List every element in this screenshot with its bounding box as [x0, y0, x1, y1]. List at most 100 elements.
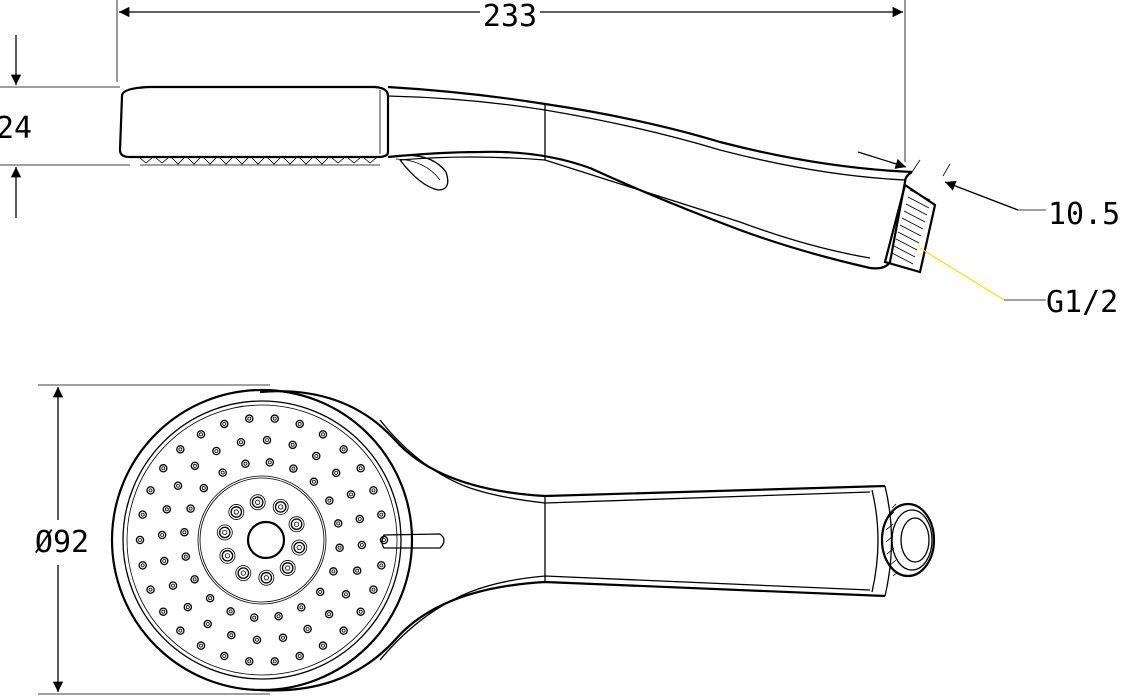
- face-diameter-dimension: Ø92: [35, 384, 270, 695]
- nozzle: [199, 483, 209, 493]
- nozzle: [312, 451, 321, 461]
- nozzle: [377, 510, 386, 519]
- nozzle: [291, 539, 308, 556]
- nozzle: [138, 561, 147, 570]
- nozzle: [289, 464, 298, 473]
- nozzle: [357, 540, 367, 550]
- overall-length-dimension: 233: [116, 0, 906, 162]
- nozzle: [176, 445, 185, 454]
- nozzle: [228, 504, 245, 520]
- nozzle: [244, 414, 254, 423]
- nozzle: [309, 477, 319, 487]
- nozzle: [176, 626, 185, 635]
- thread-nipple-side: [883, 183, 937, 274]
- thread-length-dimension: 10.5: [857, 151, 1120, 232]
- nozzle: [288, 440, 297, 450]
- nozzle: [168, 581, 178, 590]
- nozzle: [205, 593, 215, 603]
- shower-head-side: [118, 85, 449, 191]
- front-view: Ø92: [35, 384, 936, 695]
- nozzle: [369, 585, 378, 594]
- nozzle: [138, 510, 147, 519]
- handle-side: [387, 85, 913, 270]
- nozzle: [377, 561, 386, 570]
- head-thickness-label: 24: [0, 111, 32, 146]
- nozzle-field: [135, 414, 389, 666]
- nozzle: [288, 516, 305, 533]
- thread-nipple-front: [880, 502, 936, 578]
- nozzle: [295, 651, 304, 661]
- thread-spec-label: G1/2: [1046, 285, 1118, 320]
- nozzle: [135, 535, 145, 545]
- nozzle: [318, 430, 328, 439]
- nozzle: [159, 464, 168, 473]
- nozzle: [333, 519, 343, 528]
- nozzle: [226, 607, 235, 616]
- nozzle: [236, 437, 246, 447]
- nozzle: [227, 630, 236, 640]
- nozzle: [190, 575, 199, 584]
- nozzle: [274, 611, 283, 621]
- nozzle: [252, 635, 262, 645]
- nozzle: [181, 552, 191, 561]
- nozzle: [324, 609, 334, 619]
- nozzle: [162, 505, 172, 514]
- nozzle: [379, 535, 389, 545]
- nozzle: [341, 590, 351, 599]
- nozzle: [159, 556, 169, 566]
- nozzle: [196, 430, 206, 439]
- nozzle: [180, 527, 189, 537]
- nozzle: [157, 530, 167, 540]
- nozzle: [352, 566, 362, 575]
- nozzle-row: [139, 157, 380, 166]
- nozzle: [331, 468, 341, 478]
- nozzle: [329, 567, 338, 576]
- nozzle: [212, 446, 221, 456]
- nozzle: [339, 626, 348, 635]
- nozzle: [186, 504, 195, 513]
- nozzle: [270, 414, 280, 423]
- head-thickness-dimension: 24: [0, 35, 130, 218]
- nozzle: [303, 624, 312, 634]
- nozzle: [146, 486, 155, 495]
- nozzle: [295, 419, 304, 429]
- nozzle: [346, 490, 356, 499]
- nozzle: [216, 524, 233, 541]
- nozzle: [335, 543, 344, 553]
- nozzle: [220, 419, 229, 429]
- nozzle: [315, 587, 325, 597]
- nozzle: [159, 607, 168, 616]
- nozzle: [220, 651, 229, 661]
- nozzle: [249, 613, 259, 622]
- nozzle: [272, 498, 289, 515]
- nozzle: [265, 458, 275, 467]
- thread-spec-callout: G1/2: [919, 247, 1118, 320]
- nozzle: [325, 496, 334, 505]
- nozzle: [244, 657, 254, 666]
- face-diameter-label: Ø92: [35, 525, 89, 560]
- nozzle: [219, 547, 236, 564]
- nozzle: [355, 514, 365, 524]
- nozzle: [270, 657, 280, 666]
- nozzle: [258, 569, 275, 586]
- nozzle: [218, 468, 227, 477]
- nozzle: [183, 602, 193, 612]
- nozzle: [356, 464, 365, 473]
- handle-front: [259, 390, 893, 692]
- nozzle: [146, 585, 155, 594]
- nozzle: [297, 603, 306, 612]
- nozzle: [203, 619, 212, 629]
- nozzle: [173, 481, 183, 490]
- nozzle: [249, 494, 266, 511]
- nozzle: [196, 641, 206, 650]
- nozzle: [241, 459, 250, 469]
- thread-length-label: 10.5: [1048, 197, 1120, 232]
- nozzle: [278, 633, 288, 643]
- nozzle: [339, 445, 348, 454]
- spray-face: [110, 388, 414, 692]
- overall-length-label: 233: [483, 0, 537, 34]
- nozzle: [235, 565, 252, 582]
- nozzle: [190, 461, 200, 471]
- side-view: 233 24: [0, 0, 1120, 320]
